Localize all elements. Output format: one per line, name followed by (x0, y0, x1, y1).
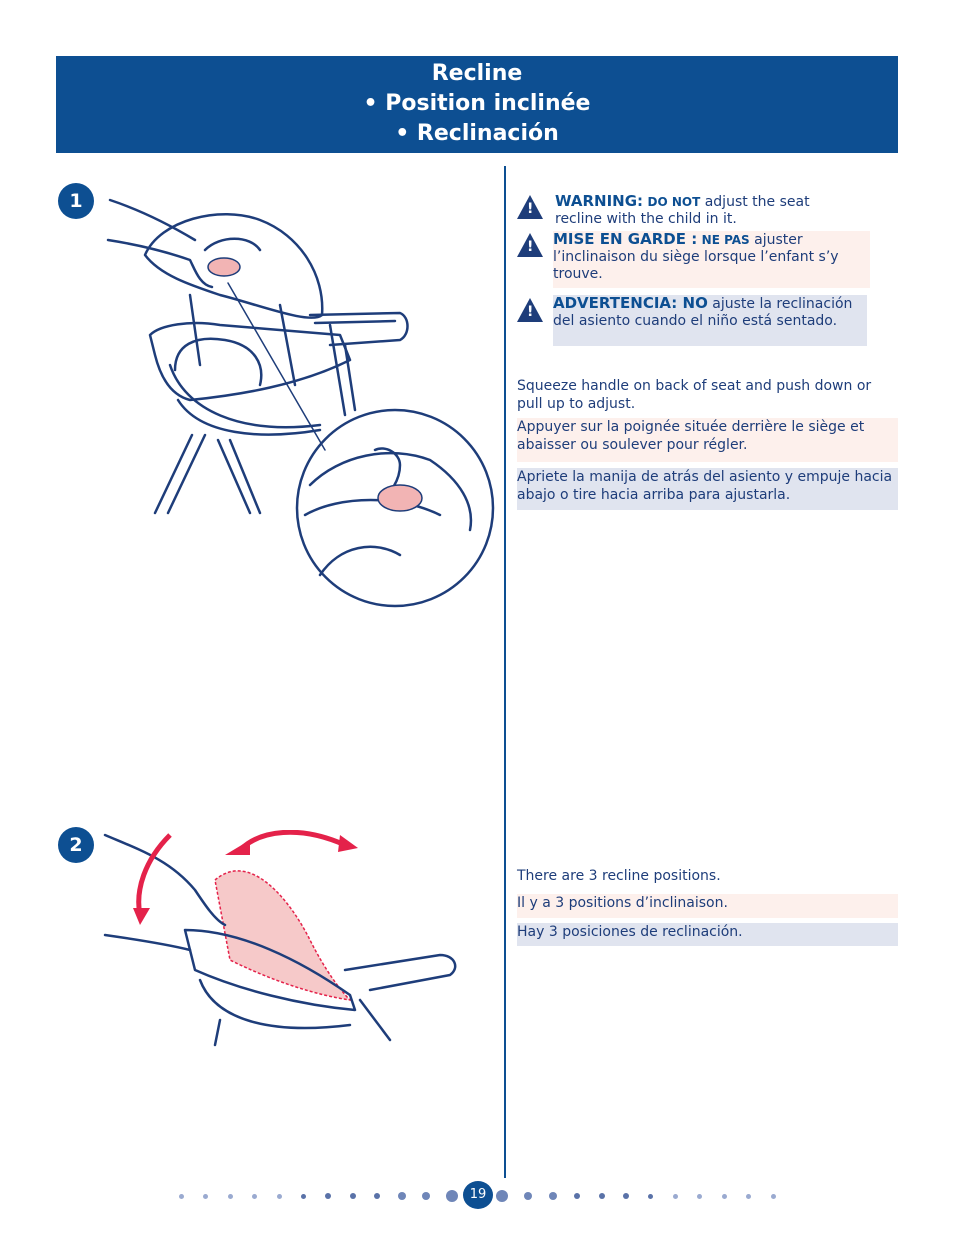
warning-fr: MISE EN GARDE : NE PAS ajuster l’inclina… (553, 231, 870, 288)
footer-dot (203, 1193, 208, 1199)
footer-dot (496, 1190, 508, 1202)
footer-dots (0, 1188, 954, 1208)
page-number: 19 (463, 1181, 493, 1209)
step1-text-es: Apriete la manija de atrás del asiento y… (517, 468, 898, 510)
footer-dot (672, 1193, 678, 1199)
footer-dot (648, 1193, 653, 1199)
step2-text-en: There are 3 recline positions. (517, 868, 721, 884)
warning-icon: ! (517, 233, 543, 257)
footer-dot (746, 1193, 751, 1199)
warning-en: WARNING: DO NOT adjust the seat recline … (555, 193, 855, 228)
page-header: Recline • Position inclinée • Reclinació… (56, 56, 898, 153)
warning-es-heading: ADVERTENCIA: NO (553, 294, 708, 312)
warning-es: ADVERTENCIA: NO ajuste la reclinación de… (553, 295, 867, 346)
title-fr: • Position inclinée (363, 91, 591, 116)
warning-en-heading: WARNING: (555, 192, 644, 210)
footer-dot (697, 1193, 702, 1199)
warning-es-text: ajuste la reclinación del asiento cuando… (553, 296, 853, 329)
footer-dot (574, 1193, 580, 1199)
warning-fr-caps: NE PAS (701, 233, 750, 247)
title-es: • Reclinación (395, 121, 559, 146)
recline-positions-illustration (103, 830, 457, 1047)
step1-text-en: Squeeze handle on back of seat and push … (517, 378, 872, 412)
warning-icon: ! (517, 195, 543, 219)
step-1-badge: 1 (58, 183, 94, 219)
footer-dot (422, 1192, 430, 1200)
footer-dot (548, 1192, 557, 1200)
warning-en-caps: DO NOT (647, 195, 701, 209)
warning-fr-heading: MISE EN GARDE : (553, 230, 698, 248)
footer-dot (397, 1192, 406, 1200)
footer-dot (770, 1193, 776, 1199)
footer-dot (598, 1193, 605, 1199)
footer-dot (374, 1193, 380, 1199)
footer-dot (721, 1193, 727, 1199)
recline-handle-illustration (106, 198, 495, 608)
footer-dot (227, 1193, 233, 1199)
warning-fr-text: ajuster l’inclinaison du siège lorsque l… (553, 232, 839, 282)
footer-dot (252, 1193, 257, 1199)
footer-dot (446, 1190, 458, 1202)
footer-dot (349, 1193, 356, 1199)
footer-dot (325, 1193, 331, 1199)
footer-dot (301, 1193, 306, 1199)
warning-en-text: adjust the seat recline with the child i… (555, 194, 810, 227)
warning-icon: ! (517, 298, 543, 322)
title-en: Recline (431, 61, 523, 86)
footer-dot (623, 1193, 629, 1199)
footer-dot (524, 1192, 532, 1200)
step-2-badge: 2 (58, 827, 94, 863)
footer-dot (276, 1193, 282, 1199)
step2-text-es: Hay 3 posiciones de reclinación. (517, 923, 898, 946)
step1-text-fr: Appuyer sur la poignée située derrière l… (517, 418, 898, 462)
footer-dot (178, 1193, 184, 1199)
step2-text-fr: Il y a 3 positions d’inclinaison. (517, 894, 898, 918)
column-divider (504, 166, 506, 1178)
